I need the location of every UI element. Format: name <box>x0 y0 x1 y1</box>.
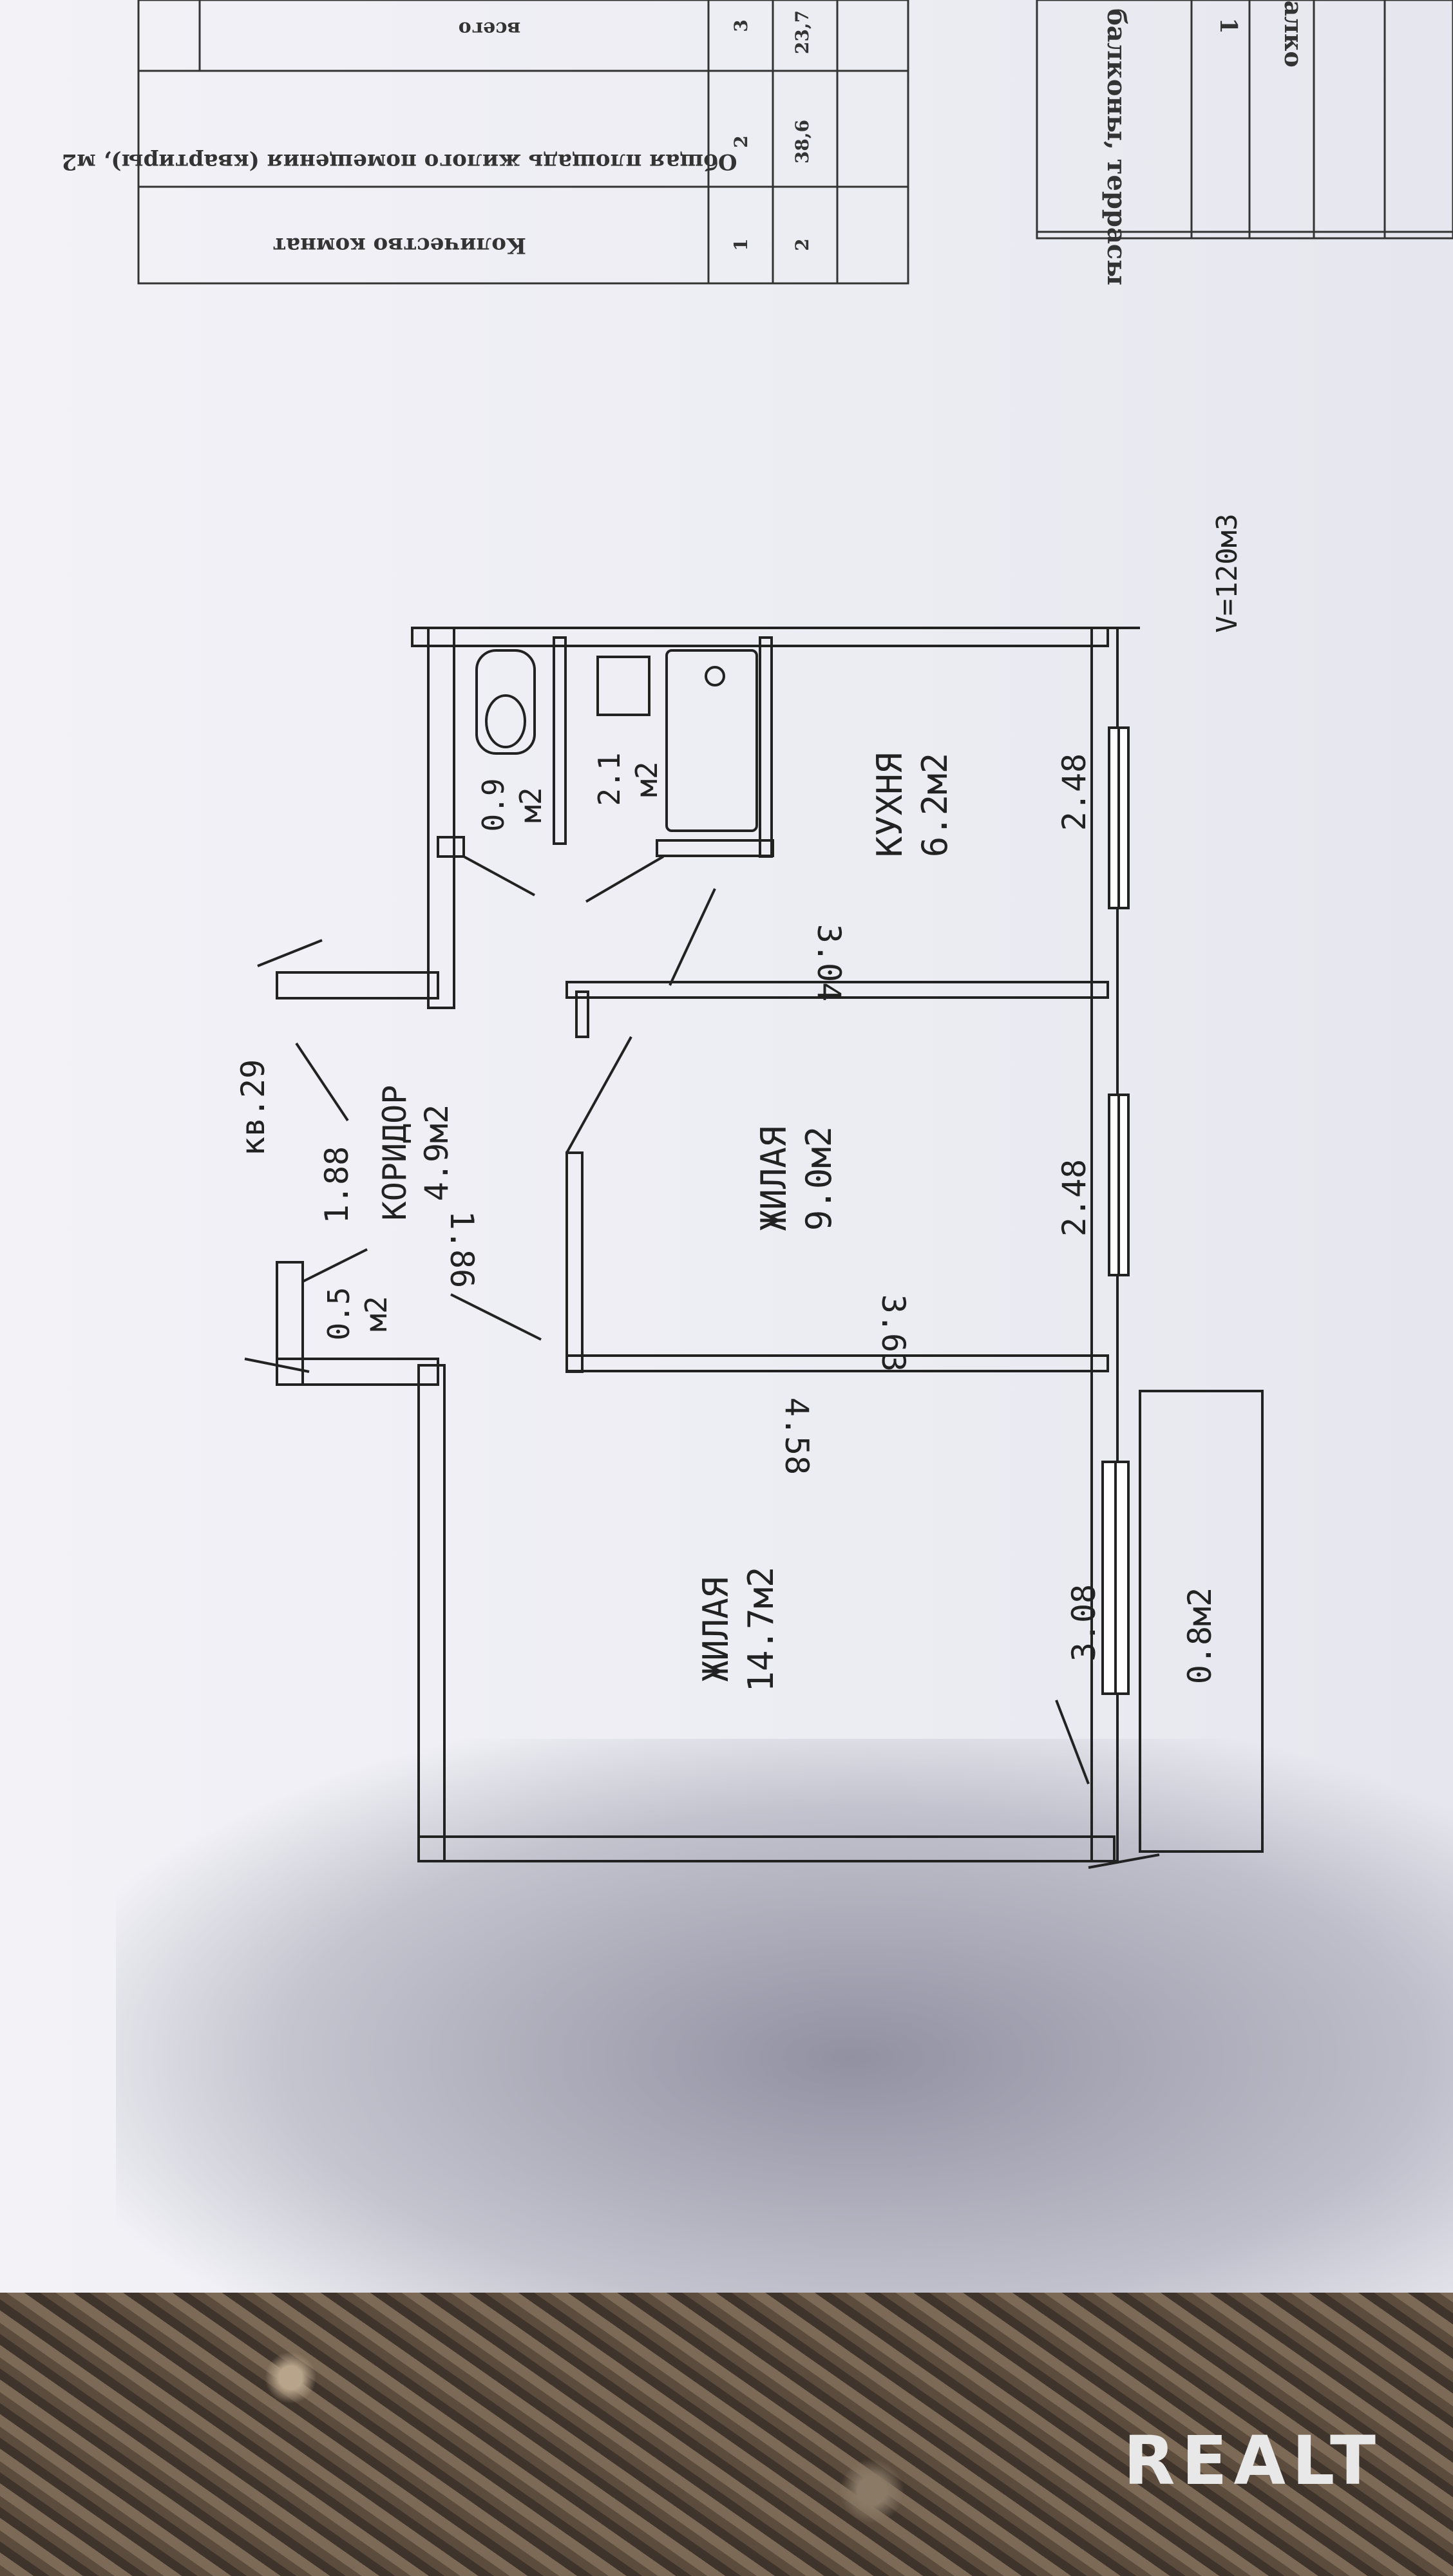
total-header: всего <box>459 17 521 40</box>
door-swings <box>295 855 1090 1785</box>
room-bath-unit: м2 <box>629 761 664 797</box>
floor-plan-drawing: Общая площадь жилого помещения (квартиры… <box>62 0 1453 1869</box>
dim-1-86: 1.86 <box>443 1211 480 1288</box>
room-corridor-name: КОРИДОР <box>376 1085 413 1221</box>
balcony-row-label: балко <box>1279 0 1308 68</box>
room-living-1-name: ЖИЛАЯ <box>696 1577 736 1682</box>
col-index-1: 1 <box>730 238 752 251</box>
carpet-background <box>0 2293 1453 2576</box>
windows <box>1101 726 1130 1695</box>
dim-2-48-kitchen: 2.48 <box>1056 753 1093 831</box>
room-closet-value: 0.5 <box>321 1287 356 1340</box>
apartment-label: кв.29 <box>234 1059 272 1157</box>
room-kitchen-name: КУХНЯ <box>869 753 910 858</box>
room-bath-value: 2.1 <box>592 752 627 806</box>
room-living-2-name: ЖИЛАЯ <box>754 1126 794 1231</box>
room-wc-unit: м2 <box>513 787 548 822</box>
watermark-logo: REALT <box>1123 2421 1382 2500</box>
rooms-count-header: Количество комнат <box>272 232 526 258</box>
room-living-1-area: 14.7м2 <box>741 1566 781 1692</box>
rooms-value: 2 <box>792 238 813 251</box>
balcony-col-index: 1 <box>1215 17 1242 33</box>
dim-4-58: 4.58 <box>778 1397 815 1475</box>
dim-3-04: 3.04 <box>810 924 848 1001</box>
dim-3-08: 3.08 <box>1065 1584 1103 1662</box>
total-area-header: Общая площадь жилого помещения (квартиры… <box>62 149 737 175</box>
room-living-2-area: 9.0м2 <box>799 1126 839 1231</box>
dim-2-48-room: 2.48 <box>1056 1159 1093 1236</box>
col-index-3: 3 <box>730 19 752 32</box>
dim-1-88: 1.88 <box>318 1146 356 1224</box>
balcony-area: 0.8м2 <box>1181 1587 1219 1685</box>
room-corridor-area: 4.9м2 <box>418 1104 455 1202</box>
volume-label: V=120м3 <box>1211 513 1244 632</box>
room-closet-unit: м2 <box>359 1296 394 1331</box>
living-area-value: 23,7 <box>792 10 813 54</box>
area-table <box>137 0 909 285</box>
balcony-header: Лоджии, балконы, террасы <box>1101 0 1132 285</box>
dim-3-63: 3.63 <box>875 1294 912 1372</box>
total-area-value: 38,6 <box>792 120 813 164</box>
bathroom-fixtures <box>475 649 758 832</box>
room-wc-value: 0.9 <box>476 778 511 831</box>
wall-ticks <box>244 627 1160 1869</box>
room-kitchen-area: 6.2м2 <box>915 753 955 858</box>
balcony-table <box>1036 0 1453 240</box>
balcony-outline <box>1139 1390 1264 1853</box>
col-index-2: 2 <box>730 135 752 147</box>
